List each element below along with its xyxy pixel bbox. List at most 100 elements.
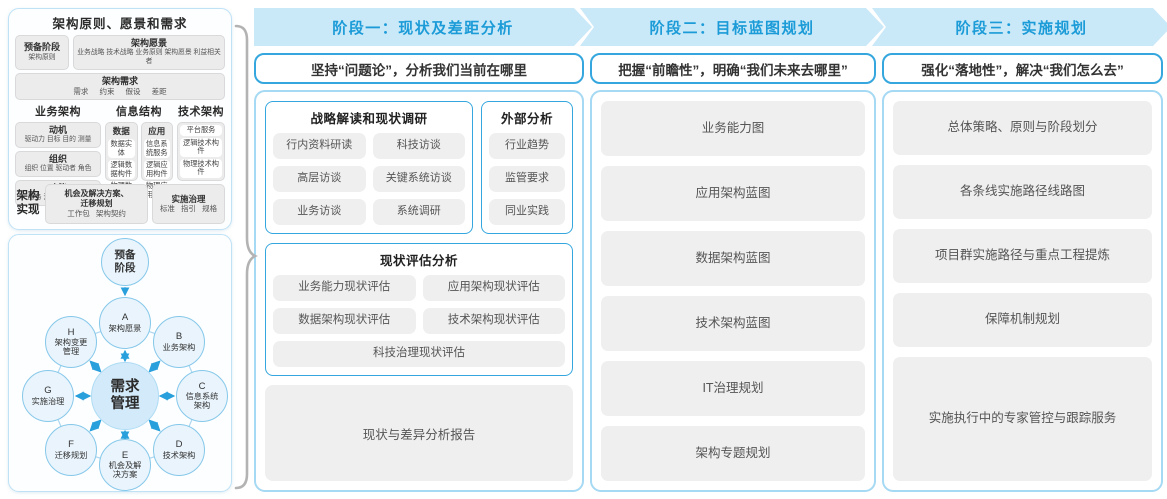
curly-brace-icon [234,24,258,490]
phase-2-banner: 阶段二：目标蓝图规划 [580,8,884,46]
left-column: 架构原则、愿景和需求 预备阶段 架构原则 架构愿景 业务战略 技术战略 业务原则… [8,8,232,492]
assessment-grid: 业务能力现状评估 应用架构现状评估 数据架构现状评估 技术架构现状评估 科技治理… [273,275,565,367]
adm-prep-label: 预备阶段 [114,249,136,274]
logical-app-chip: 逻辑应用构件 [143,160,170,180]
physical-tech-chip: 物理技术构件 [180,158,222,179]
strategy-research-group: 战略解读和现状调研 行内资料研读 科技访谈 高层访谈 关键系统访谈 业务访谈 系… [265,101,473,234]
phase-3-banner: 阶段三：实施规划 [872,8,1167,46]
data-group: 数据 数据实体 逻辑数据构件 物理数据构件 [105,121,138,201]
motivation-sub: 驱动力 目标 目的 测量 [24,136,92,144]
business-architecture-column: 业务架构 动机 驱动力 目标 目的 测量 组织 组织 位置 驱动者 角色 功能 … [15,103,101,207]
info-system-service-chip: 信息系统服务 [143,138,170,159]
business-arch-header: 业务架构 [35,105,81,118]
adm-node-C: C 信息系统架构 [176,370,228,422]
chip-key-system-interview: 关键系统访谈 [372,166,465,192]
chip-industry-trend: 行业趋势 [489,133,565,159]
opportunity-migration-box: 机会及解决方案、迁移规划 工作包 架构契约 [45,184,149,224]
gap-analysis-report-box: 现状与差异分析报告 [265,385,573,481]
logical-data-chip: 逻辑数据构件 [108,160,135,180]
phase-1-top-row: 战略解读和现状调研 行内资料研读 科技访谈 高层访谈 关键系统访谈 业务访谈 系… [265,101,573,234]
adm-node-F: F 迁移规划 [45,424,97,476]
app-group-title: 应用 [148,125,166,136]
phase-1-container: 战略解读和现状调研 行内资料研读 科技访谈 高层访谈 关键系统访谈 业务访谈 系… [254,90,584,492]
chip-doc-study: 行内资料研读 [273,133,366,159]
chip-app-arch-assess: 应用架构现状评估 [422,275,565,301]
adm-cycle-panel: 预备阶段 A 架构愿景 B 业务架构 C 信息系统架构 D 技术架构 E 机会及… [8,234,232,492]
chip-biz-capability-assess: 业务能力现状评估 [273,275,416,301]
prep-vision-row: 预备阶段 架构原则 架构愿景 业务战略 技术战略 业务原则 架构愿景 利益相关者 [15,35,225,70]
strategy-research-grid: 行内资料研读 科技访谈 高层访谈 关键系统访谈 业务访谈 系统调研 [273,133,465,225]
chip-tech-interview: 科技访谈 [372,133,465,159]
prep-phase-sub: 架构原则 [28,53,56,61]
requirements-sub: 需求 约束 假设 差距 [73,87,167,97]
technical-architecture-column: 技术架构 平台服务 逻辑技术构件 物理技术构件 [177,103,225,181]
logical-tech-chip: 逻辑技术构件 [180,137,222,157]
phase-2-container: 业务能力图 应用架构蓝图 数据架构蓝图 技术架构蓝图 IT治理规划 架构专题规划 [590,90,876,492]
motivation-box: 动机 驱动力 目标 目的 测量 [15,121,101,148]
chip-it-governance-plan: IT治理规划 [601,361,865,416]
phase-3-motto: 强化“落地性”，解决“我们怎么去” [882,53,1163,84]
chip-arch-topic-plan: 架构专题规划 [601,426,865,481]
chip-data-arch-assess: 数据架构现状评估 [273,308,416,334]
strategy-research-title: 战略解读和现状调研 [310,112,428,126]
adm-center-label: 需求管理 [110,378,140,412]
adm-node-prep: 预备阶段 [101,238,149,286]
chip-data-arch-blueprint: 数据架构蓝图 [601,231,865,286]
vision-title: 架构愿景 [130,38,167,48]
platform-service-chip: 平台服务 [180,124,222,136]
requirements-title: 架构需求 [101,75,138,86]
architecture-realization-row: 架构实现 机会及解决方案、迁移规划 工作包 架构契约 实施治理 标准 指引 规格 [15,184,225,224]
brace-column [232,8,258,492]
phase-3-column: 阶段三：实施规划 强化“落地性”，解决“我们怎么去” 总体策略、原则与阶段划分 … [882,8,1163,492]
chip-regulatory: 监管要求 [489,166,565,192]
chip-tech-arch-blueprint: 技术架构蓝图 [601,296,865,351]
architecture-columns: 业务架构 动机 驱动力 目标 目的 测量 组织 组织 位置 驱动者 角色 功能 … [15,103,225,207]
information-structure-column: 信息结构 数据 数据实体 逻辑数据构件 物理数据构件 应用 信息系统服务 逻辑应… [105,103,173,201]
phases-area: 阶段一：现状及差距分析 坚持“问题论”，分析我们当前在哪里 战略解读和现状调研 … [254,8,1163,492]
vision-sub: 业务战略 技术战略 业务原则 架构愿景 利益相关者 [77,49,221,66]
info-structure-header: 信息结构 [116,105,162,118]
info-subcolumns: 数据 数据实体 逻辑数据构件 物理数据构件 应用 信息系统服务 逻辑应用构件 物… [105,121,173,201]
implementation-governance-box: 实施治理 标准 指引 规格 [152,184,225,224]
chip-safeguard-mechanism: 保障机制规划 [893,292,1152,347]
phase-2-column: 阶段二：目标蓝图规划 把握“前瞻性”，明确“我们未来去哪里” 业务能力图 应用架… [590,8,876,492]
phase-2-motto: 把握“前瞻性”，明确“我们未来去哪里” [590,53,876,84]
impl-governance-sub: 标准 指引 规格 [159,204,218,214]
chip-exec-interview: 高层访谈 [273,166,366,192]
panel-title: 架构原则、愿景和需求 [52,17,188,31]
adm-node-H: H 架构变更管理 [45,316,97,368]
external-analysis-group: 外部分析 行业趋势 监管要求 同业实践 [481,101,573,234]
motivation-title: 动机 [48,124,67,135]
impl-governance-title: 实施治理 [171,193,206,204]
chip-overall-strategy: 总体策略、原则与阶段划分 [893,101,1152,155]
phase-1-motto: 坚持“问题论”，分析我们当前在哪里 [254,53,584,84]
adm-node-G: G 实施治理 [22,370,74,422]
chip-app-arch-blueprint: 应用架构蓝图 [601,166,865,221]
tech-group: 平台服务 逻辑技术构件 物理技术构件 [177,121,225,181]
organization-box: 组织 组织 位置 驱动者 角色 [15,150,101,178]
architecture-requirements-box: 架构需求 需求 约束 假设 差距 [15,72,225,100]
adm-node-B: B 业务架构 [153,316,205,368]
application-group: 应用 信息系统服务 逻辑应用构件 物理应用构件 [140,121,173,201]
adm-node-A: A 架构愿景 [99,297,151,349]
tech-arch-header: 技术架构 [178,105,224,118]
phase-1-banner: 阶段一：现状及差距分析 [254,8,592,46]
organization-sub: 组织 位置 驱动者 角色 [24,165,92,173]
chip-system-research: 系统调研 [372,199,465,225]
external-analysis-title: 外部分析 [500,112,553,126]
chip-peer-practice: 同业实践 [489,199,565,225]
organization-title: 组织 [48,153,67,164]
adm-node-D: D 技术架构 [153,424,205,476]
assessment-title: 现状评估分析 [379,254,458,268]
chip-tech-arch-assess: 技术架构现状评估 [422,308,565,334]
adm-center-node: 需求管理 [91,362,159,430]
data-group-title: 数据 [112,125,130,136]
prep-phase-box: 预备阶段 架构原则 [15,35,69,70]
chip-expert-tracking-service: 实施执行中的专家管控与跟踪服务 [893,356,1152,481]
opportunity-title: 机会及解决方案、迁移规划 [64,189,129,209]
realization-title: 架构实现 [16,190,40,216]
data-entity-chip: 数据实体 [108,138,135,159]
architecture-principles-panel: 架构原则、愿景和需求 预备阶段 架构原则 架构愿景 业务战略 技术战略 业务原则… [8,8,232,230]
current-state-assessment-group: 现状评估分析 业务能力现状评估 应用架构现状评估 数据架构现状评估 技术架构现状… [265,243,573,376]
